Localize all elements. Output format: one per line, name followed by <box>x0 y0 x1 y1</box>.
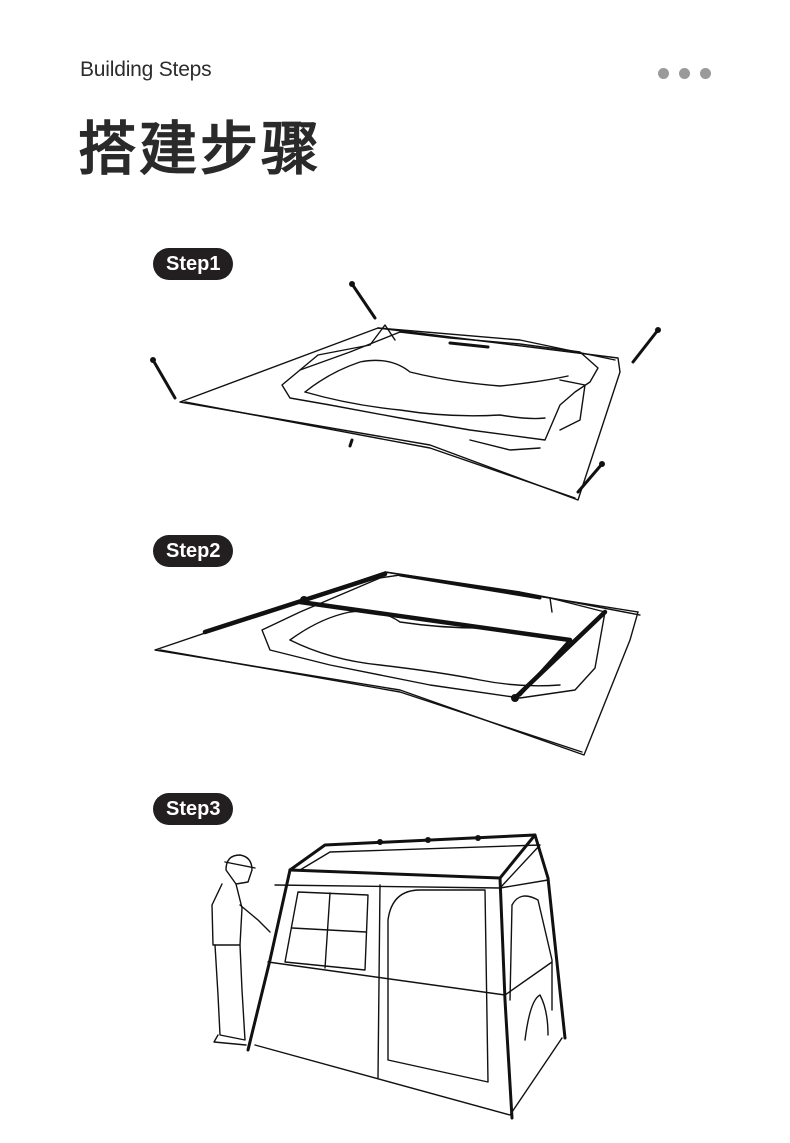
page-title: 搭建步骤 <box>78 115 323 183</box>
dot-icon <box>700 68 711 79</box>
step-3-badge: Step3 <box>153 793 234 825</box>
tent-groundsheet <box>179 327 621 501</box>
step-2-badge: Step2 <box>153 535 234 567</box>
ground-stake-icons <box>150 281 661 494</box>
tent-fabric-bunched <box>281 324 599 451</box>
tent-window <box>284 891 369 971</box>
step-2-illustration <box>154 571 641 756</box>
step-1-badge: Step1 <box>153 248 234 280</box>
step-3-illustration <box>211 833 567 1120</box>
tent-body <box>254 844 563 1116</box>
tent-groundsheet <box>154 571 641 756</box>
tent-frame <box>246 833 567 1120</box>
tent-poles <box>202 571 608 702</box>
person-figure <box>211 854 271 1046</box>
dot-icon <box>679 68 690 79</box>
section-eyebrow: Building Steps <box>80 58 212 81</box>
more-dots-icon <box>658 68 711 79</box>
tent-door <box>387 889 553 1083</box>
dot-icon <box>658 68 669 79</box>
step-1-illustration <box>150 281 661 501</box>
